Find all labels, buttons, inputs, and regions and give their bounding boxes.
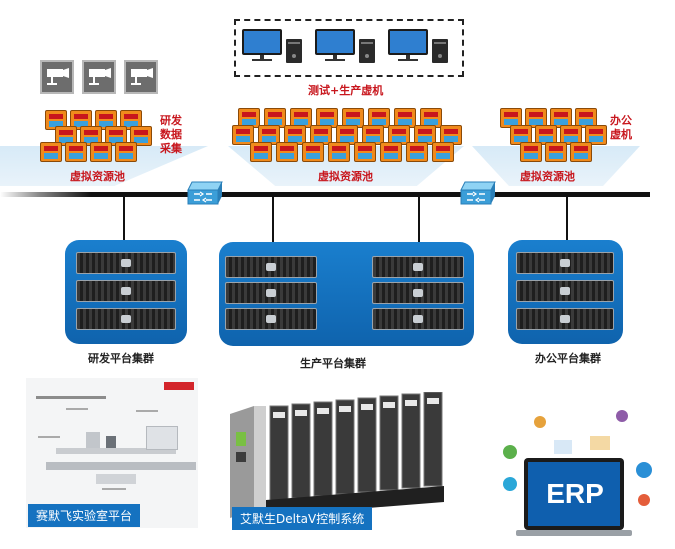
vm-icon	[354, 142, 376, 162]
production-cluster	[219, 242, 474, 346]
vm-icon	[380, 142, 402, 162]
pc-tower-icon	[286, 39, 302, 63]
erp-image: ERP	[492, 392, 664, 542]
pc-tower-icon	[432, 39, 448, 63]
lab-annotation	[102, 488, 126, 490]
erp-screen-text: ERP	[546, 478, 604, 509]
lab-bench	[46, 462, 196, 470]
test-production-vm-label: 测试+生产虚机	[308, 84, 384, 97]
network-drop-line	[566, 197, 568, 241]
vm-icon	[40, 142, 62, 162]
vm-icon	[585, 125, 607, 145]
vm-icon	[545, 142, 567, 162]
research-cluster	[65, 240, 187, 344]
server-icon	[372, 282, 464, 304]
office-cluster-label: 办公平台集群	[535, 352, 601, 365]
lab-equipment	[106, 436, 116, 448]
lab-platform-label: 赛默飞实验室平台	[28, 504, 141, 527]
server-icon	[516, 308, 614, 330]
vm-icon	[115, 142, 137, 162]
office-pool-label: 虚拟资源池	[520, 170, 575, 183]
network-drop-line	[123, 197, 125, 241]
server-icon	[516, 280, 614, 302]
vm-icon	[432, 142, 454, 162]
erp-diagram-icon	[503, 410, 652, 536]
lab-equipment	[96, 474, 136, 484]
research-side-label: 研发 数据 采集	[160, 114, 182, 155]
lab-annotation	[38, 436, 60, 438]
lab-bench	[56, 448, 176, 454]
server-icon	[372, 308, 464, 330]
camera-icon	[82, 60, 116, 94]
brand-logo	[164, 382, 194, 390]
office-cluster	[508, 240, 623, 344]
vm-icon	[65, 142, 87, 162]
vm-icon	[276, 142, 298, 162]
vm-icon	[310, 125, 332, 145]
camera-icon	[40, 60, 74, 94]
server-icon	[76, 252, 176, 274]
server-icon	[372, 256, 464, 278]
server-icon	[225, 256, 317, 278]
test-production-pc-group	[234, 19, 464, 77]
vm-icon	[45, 110, 67, 130]
lab-annotation	[66, 408, 88, 410]
vm-icon	[406, 142, 428, 162]
server-icon	[76, 308, 176, 330]
network-drop-line	[272, 197, 274, 243]
deltav-controller-icon	[230, 392, 444, 518]
vm-icon	[316, 108, 338, 128]
lab-platform-image	[26, 378, 198, 528]
pc-tower-icon	[359, 39, 375, 63]
vm-icon	[570, 142, 592, 162]
vm-icon	[342, 108, 364, 128]
office-side-label: 办公 虚机	[610, 114, 632, 141]
vm-icon	[105, 126, 127, 146]
vm-icon	[302, 142, 324, 162]
research-pool-label: 虚拟资源池	[70, 170, 125, 183]
deltav-image	[230, 392, 476, 532]
vm-icon	[560, 125, 582, 145]
monitor-icon	[242, 29, 282, 61]
lab-equipment	[86, 432, 100, 448]
server-icon	[76, 280, 176, 302]
network-backbone	[0, 192, 650, 197]
vm-icon	[520, 142, 542, 162]
lab-annotation	[136, 410, 158, 412]
network-switch-icon	[187, 181, 223, 205]
vm-icon	[250, 142, 272, 162]
server-icon	[225, 282, 317, 304]
monitor-icon	[388, 29, 428, 61]
lab-slide-title	[36, 396, 106, 399]
lab-equipment	[146, 426, 178, 450]
vm-icon	[95, 110, 117, 130]
network-switch-icon	[460, 181, 496, 205]
production-pool-label: 虚拟资源池	[318, 170, 373, 183]
production-cluster-label: 生产平台集群	[300, 357, 366, 370]
research-cluster-label: 研发平台集群	[88, 352, 154, 365]
vm-icon	[130, 126, 152, 146]
server-icon	[516, 252, 614, 274]
server-icon	[225, 308, 317, 330]
vm-icon	[90, 142, 112, 162]
vm-icon	[328, 142, 350, 162]
vm-icon	[232, 125, 254, 145]
network-drop-line	[418, 197, 420, 243]
deltav-label: 艾默生DeltaV控制系统	[232, 507, 373, 530]
camera-icon	[124, 60, 158, 94]
monitor-icon	[315, 29, 355, 61]
